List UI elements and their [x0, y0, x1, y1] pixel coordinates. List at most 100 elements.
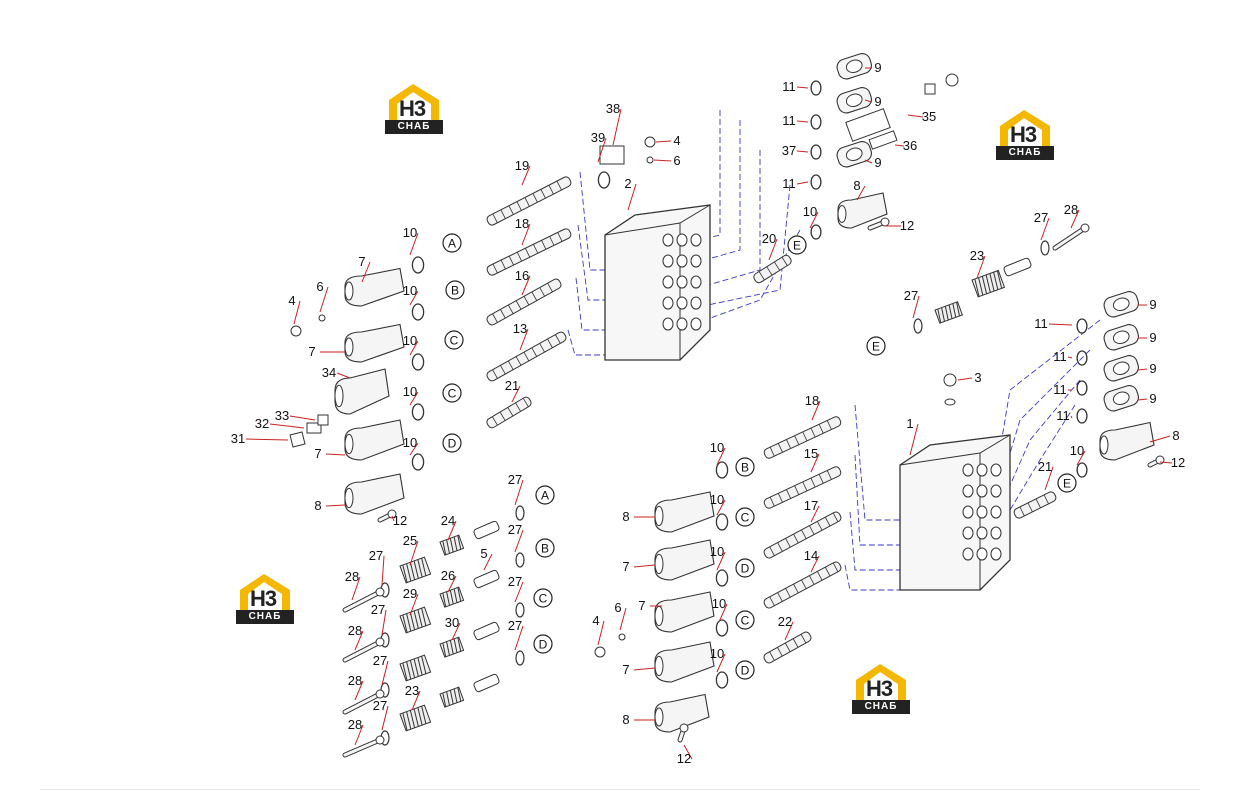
spool-groove: [523, 351, 530, 362]
sleeve-body: [473, 569, 500, 589]
spring-coil: [409, 710, 416, 728]
spool-15: [763, 466, 842, 509]
spool-16: [486, 278, 562, 326]
callout-number: 39: [591, 130, 605, 145]
washer: [515, 505, 525, 521]
callout-number: 16: [515, 268, 529, 283]
leader-line: [796, 120, 809, 123]
flange-port: [1112, 391, 1130, 405]
callout-number: 28: [348, 673, 362, 688]
bolt-head: [375, 735, 385, 745]
port-hole: [976, 526, 988, 540]
o-ring: [411, 353, 425, 371]
flange-cover: [836, 141, 872, 168]
callout-number: 10: [403, 225, 417, 240]
port-hole: [690, 233, 702, 247]
spool-groove: [539, 343, 545, 353]
spool-groove: [769, 596, 775, 606]
spring-coil: [421, 656, 427, 674]
spool-groove: [793, 583, 799, 594]
port-hole: [976, 484, 988, 498]
parts-layer: [289, 53, 1165, 758]
assembly-line: [844, 564, 905, 591]
spool-groove: [817, 571, 823, 581]
spring-body: [399, 704, 432, 732]
callout-number: 23: [970, 248, 984, 263]
spool-groove: [802, 431, 808, 442]
leader-line: [521, 275, 531, 296]
circle-letter-ring: [535, 538, 555, 558]
spring-cap: [344, 473, 405, 515]
leader-line: [768, 238, 778, 261]
leader-line: [856, 185, 866, 201]
leader-line: [514, 581, 524, 603]
spring-cap: [654, 539, 715, 581]
callout-number: 11: [782, 113, 796, 128]
circle-letter-ring: [533, 588, 553, 608]
cap-body: [344, 419, 405, 461]
spool-groove: [785, 538, 791, 548]
flange-cover: [1103, 385, 1139, 412]
spring-coil: [449, 690, 454, 705]
spring-coil: [409, 612, 416, 630]
spool-21-lower: [1013, 491, 1057, 519]
spool-groove: [533, 244, 539, 254]
spool-groove: [500, 209, 506, 219]
o-ring: [810, 114, 822, 130]
port-hole: [990, 505, 1002, 519]
spring-body: [934, 301, 963, 324]
circle-letter-ring: [442, 383, 462, 403]
spool-groove: [800, 634, 807, 644]
leader-line: [319, 286, 329, 313]
o-ring: [810, 144, 822, 160]
plug-4-upper: [644, 136, 656, 148]
spring-coil: [985, 274, 991, 293]
flange-port: [845, 93, 863, 107]
spool-groove: [824, 566, 831, 577]
spool-groove: [531, 347, 538, 357]
leader-line: [521, 223, 531, 246]
leader-line: [351, 576, 361, 601]
callout-number: 30: [445, 615, 459, 630]
cap-body: [654, 539, 715, 581]
leader-line: [1044, 466, 1054, 491]
spool-body: [753, 254, 792, 284]
circle-letter-ring: [444, 330, 464, 350]
leader-line: [597, 620, 605, 646]
spool-18-lower: [763, 416, 842, 459]
leader-line: [716, 653, 726, 673]
spring-coil: [417, 657, 423, 676]
leader-line: [907, 114, 924, 118]
spool-groove: [809, 525, 815, 535]
spool-groove: [769, 446, 775, 457]
spool-groove: [818, 474, 824, 484]
o-ring: [715, 671, 729, 689]
callout-number: 6: [673, 153, 680, 168]
spool-groove: [777, 647, 783, 657]
circle-letter: D: [741, 664, 750, 678]
spool-groove: [801, 529, 807, 539]
callout-number: 10: [403, 333, 417, 348]
leader-line: [810, 505, 820, 523]
callout-number: 11: [1053, 382, 1067, 397]
spring-coil: [981, 276, 988, 294]
circle-letter-ring: [735, 507, 755, 527]
assembly-line: [1009, 404, 1076, 511]
callout-number: 28: [348, 623, 362, 638]
spool-13: [486, 331, 567, 382]
spool-groove: [810, 477, 816, 488]
callout-number: 29: [403, 586, 417, 601]
spool-groove: [491, 416, 498, 426]
port-hole: [676, 275, 688, 289]
spool-groove: [531, 291, 538, 301]
spool-groove: [769, 496, 775, 507]
port-hole: [990, 526, 1002, 540]
washer: [515, 602, 525, 618]
spring: [399, 704, 432, 732]
bottom-divider: [40, 789, 1200, 790]
port-hole: [990, 547, 1002, 561]
circle-letter-ring: [735, 558, 755, 578]
callout-number: 9: [874, 155, 881, 170]
circle-letter: C: [450, 334, 459, 348]
callout-number: 10: [403, 283, 417, 298]
